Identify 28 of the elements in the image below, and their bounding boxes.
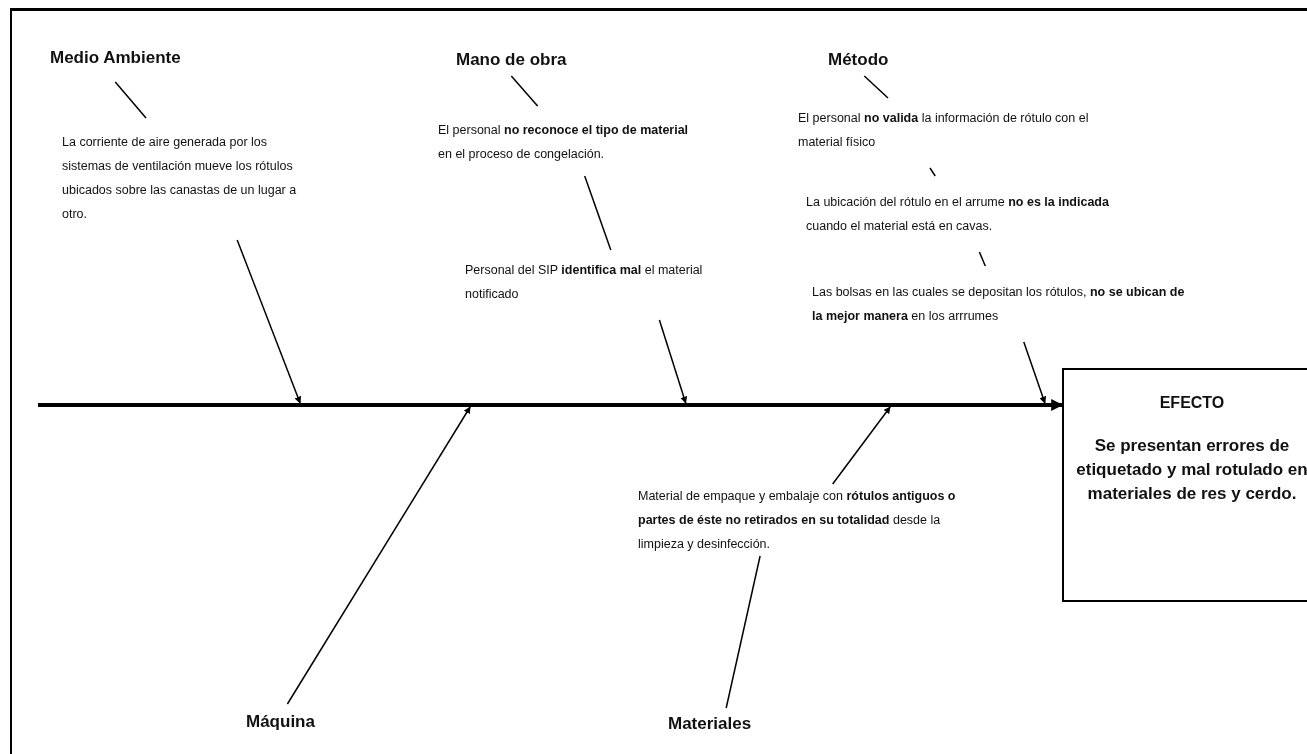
leader-line xyxy=(725,555,761,709)
category-label: Mano de obra xyxy=(456,50,567,70)
cause-text: El personal no reconoce el tipo de material en el proceso de congelación. xyxy=(438,118,700,166)
cause-text: La corriente de aire generada por los sistemas de ventilación mueve los rótulos ubicados sobre las canastas de un lugar a otro. xyxy=(62,130,302,226)
cause-text: Personal del SIP identifica mal el material notificado xyxy=(465,258,735,306)
category-label: Medio Ambiente xyxy=(50,48,181,68)
cause-text: Las bolsas en las cuales se depositan los rótulos, no se ubican de la mejor manera en los arrrumes xyxy=(812,280,1197,328)
cause-text: La ubicación del rótulo en el arrume no es la indicada cuando el material está en cavas. xyxy=(806,190,1146,238)
arrow xyxy=(658,319,688,404)
leader-line xyxy=(863,75,889,99)
category-label: Método xyxy=(828,50,889,70)
arrow xyxy=(1050,399,1064,411)
effect-box xyxy=(1062,368,1307,602)
leader-line xyxy=(583,175,612,251)
cause-text: El personal no valida la información de rótulo con el material físico xyxy=(798,106,1098,154)
leader-line xyxy=(114,81,147,119)
effect-heading: EFECTO xyxy=(1158,394,1226,412)
category-label: Materiales xyxy=(668,714,752,734)
effect-text: Se presentan errores de etiquetado y mal rotulado en materiales de res y cerdo. xyxy=(1075,435,1307,505)
category-label: Máquina xyxy=(246,712,315,732)
leader-line xyxy=(510,75,539,107)
arrow xyxy=(236,239,302,404)
arrow xyxy=(831,406,891,485)
arrow xyxy=(286,406,471,705)
cause-text: Material de empaque y embalaje con rótulos antiguos o partes de éste no retirados en su totalidad desde la limpieza y desinfección. xyxy=(638,484,968,556)
leader-line xyxy=(929,167,936,177)
leader-line xyxy=(978,251,987,267)
arrow xyxy=(1023,341,1047,404)
